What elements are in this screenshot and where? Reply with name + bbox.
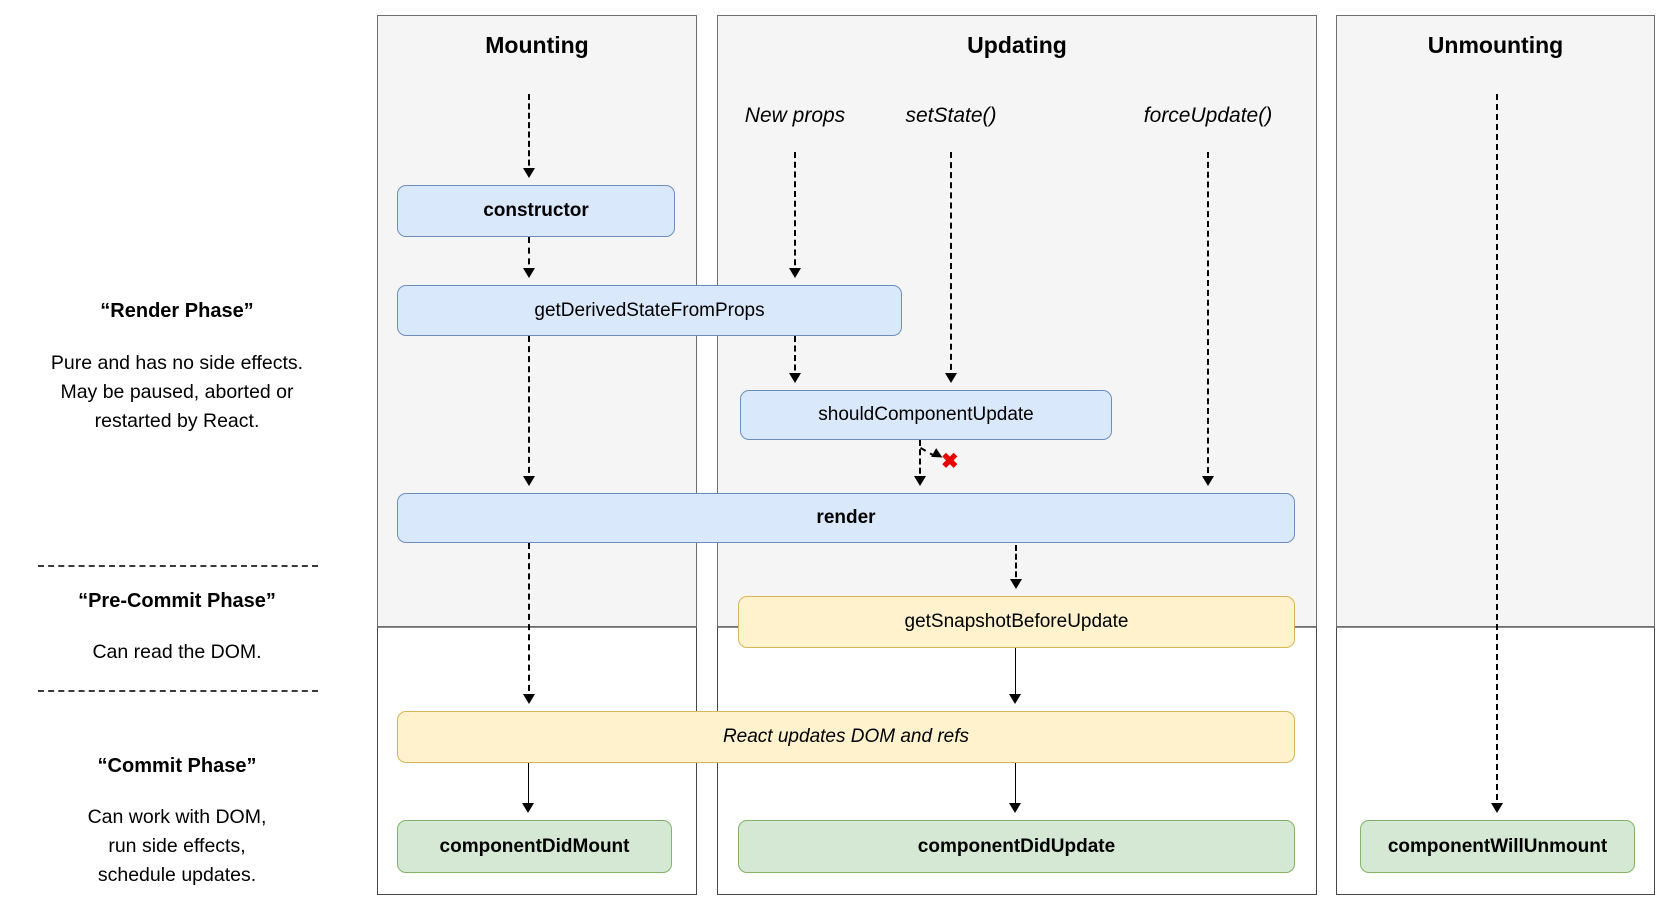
arrow-unmount-start-to-componentwillunmount — [1491, 94, 1503, 813]
arrow-mount-start-to-constructor — [523, 94, 535, 178]
arrow-constructor-to-getderivedstatefromprops — [523, 237, 535, 278]
node-shouldcomponentupdate: shouldComponentUpdate — [740, 390, 1112, 440]
arrow-render-to-getsnapshotbeforeupdate — [1010, 545, 1022, 589]
render-phase-line-3: restarted by React. — [94, 410, 260, 432]
node-componentdidupdate: componentDidUpdate — [738, 820, 1295, 873]
column-title-unmounting: Unmounting — [1427, 32, 1564, 58]
render-phase-line-1: Pure and has no side effects. — [50, 352, 304, 374]
commit-phase-title: “Commit Phase” — [97, 755, 257, 777]
node-render: render — [397, 493, 1295, 543]
pre-commit-phase-title: “Pre-Commit Phase” — [78, 590, 276, 612]
reject-x-icon: ✖ — [941, 450, 959, 473]
pre-commit-phase-line-1: Can read the DOM. — [92, 641, 262, 663]
arrow-render-to-react-updates-mounting — [523, 543, 535, 704]
commit-phase-line-1: Can work with DOM, — [87, 806, 267, 828]
node-componentdidmount: componentDidMount — [397, 820, 672, 873]
column-title-mounting: Mounting — [485, 32, 589, 58]
commit-phase-line-3: schedule updates. — [97, 864, 257, 886]
arrow-getsnapshotbeforeupdate-to-react-updates — [1009, 648, 1021, 704]
unmounting-render-phase-band — [1336, 15, 1655, 627]
commit-phase-line-2: run side effects, — [108, 835, 246, 857]
arrow-forceupdate-to-render — [1202, 152, 1214, 486]
arrow-shouldcomponentupdate-to-render — [914, 440, 926, 486]
arrow-react-updates-to-componentdidupdate — [1009, 763, 1021, 813]
arrow-new-props-to-getderivedstatefromprops — [789, 152, 801, 278]
arrow-getderivedstatefromprops-to-shouldcomponentupdate — [789, 336, 801, 383]
phase-divider-top — [38, 565, 318, 567]
arrow-getderivedstatefromprops-to-render — [523, 336, 535, 486]
phase-divider-bottom — [38, 690, 318, 692]
trigger-forceupdate: forceUpdate() — [1143, 104, 1273, 127]
node-react-updates-dom-refs: React updates DOM and refs — [397, 711, 1295, 763]
node-componentwillunmount: componentWillUnmount — [1360, 820, 1635, 873]
arrow-react-updates-to-componentdidmount — [522, 763, 534, 813]
render-phase-line-2: May be paused, aborted or — [60, 381, 294, 403]
node-getsnapshotbeforeupdate: getSnapshotBeforeUpdate — [738, 596, 1295, 648]
arrow-setstate-to-shouldcomponentupdate — [945, 152, 957, 383]
column-title-updating: Updating — [967, 32, 1067, 58]
trigger-new-props: New props — [744, 104, 846, 127]
trigger-setstate: setState() — [905, 104, 997, 127]
render-phase-title: “Render Phase” — [100, 300, 254, 322]
node-getderivedstatefromprops: getDerivedStateFromProps — [397, 285, 902, 336]
node-constructor: constructor — [397, 185, 675, 237]
